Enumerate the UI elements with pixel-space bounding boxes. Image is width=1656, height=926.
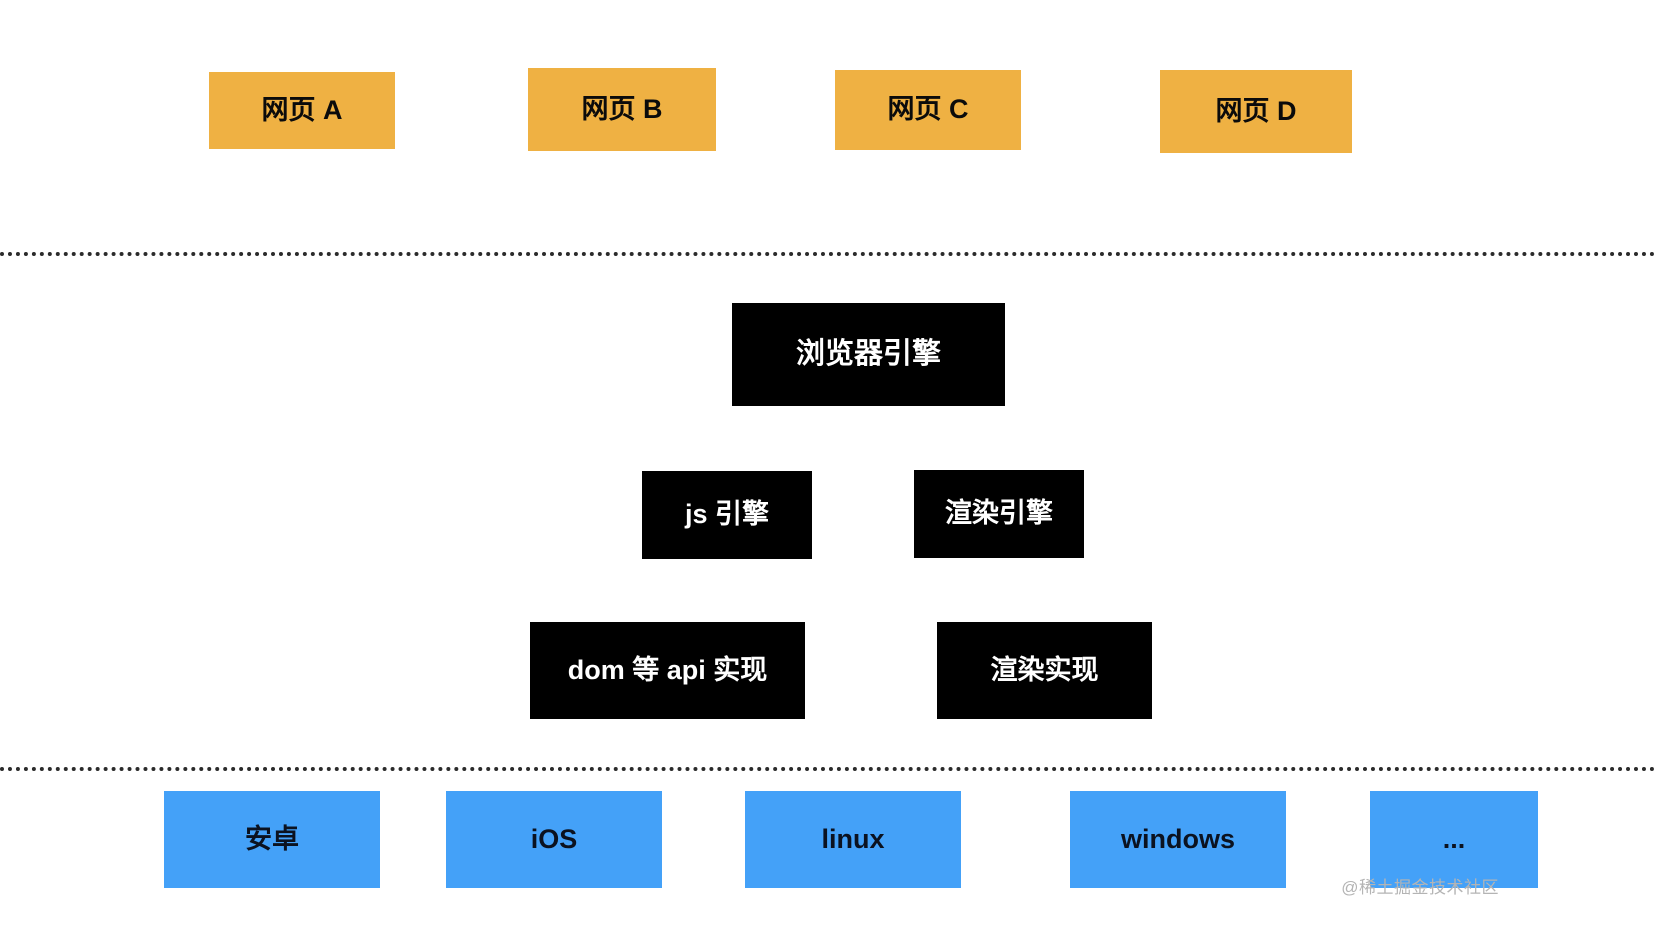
page-box-c-label: 网页 C <box>887 94 969 125</box>
page-box-d: 网页 D <box>1160 70 1352 153</box>
page-box-d-label: 网页 D <box>1215 95 1297 126</box>
dom-api-impl-box: dom 等 api 实现 <box>530 622 805 719</box>
os-box-more: ... <box>1370 791 1538 888</box>
divider-top <box>0 252 1656 256</box>
js-engine-box: js 引擎 <box>642 471 812 559</box>
browser-engine-box: 浏览器引擎 <box>732 303 1005 406</box>
page-box-a: 网页 A <box>209 72 395 149</box>
render-impl-label: 渲染实现 <box>990 654 1099 685</box>
page-box-b-label: 网页 B <box>581 93 663 124</box>
os-box-windows-label: windows <box>1121 823 1235 854</box>
browser-engine-label: 浏览器引擎 <box>795 337 941 370</box>
os-box-linux-label: linux <box>821 823 885 854</box>
page-box-c: 网页 C <box>835 70 1021 150</box>
render-engine-label: 渲染引擎 <box>945 498 1053 529</box>
os-box-android-label: 安卓 <box>245 823 299 854</box>
os-box-windows: windows <box>1070 791 1286 888</box>
js-engine-label: js 引擎 <box>684 499 770 530</box>
render-engine-box: 渲染引擎 <box>914 470 1084 558</box>
render-impl-box: 渲染实现 <box>937 622 1152 719</box>
divider-bottom <box>0 767 1656 771</box>
os-box-android: 安卓 <box>164 791 380 888</box>
os-box-ios-label: iOS <box>530 823 578 854</box>
dom-api-impl-label: dom 等 api 实现 <box>567 654 768 685</box>
os-box-ios: iOS <box>446 791 662 888</box>
page-box-b: 网页 B <box>528 68 716 151</box>
page-box-a-label: 网页 A <box>261 94 343 125</box>
os-box-linux: linux <box>745 791 961 888</box>
watermark: @稀土掘金技术社区 <box>1341 878 1499 897</box>
os-box-more-label: ... <box>1442 823 1466 854</box>
